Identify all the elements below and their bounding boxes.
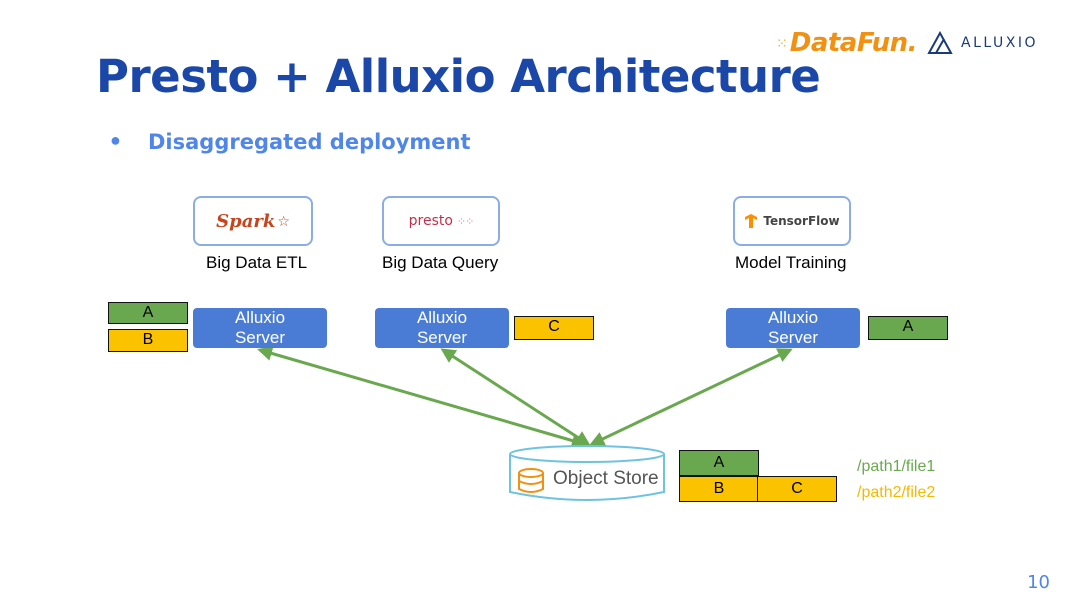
caption-query: Big Data Query (382, 253, 499, 272)
cache-left-b: B (108, 329, 188, 352)
alluxio-server-training: Alluxio Server (726, 308, 860, 348)
caption-training: Model Training (735, 253, 847, 272)
alluxio-server-query: Alluxio Server (375, 308, 509, 348)
store-block-a: A (679, 450, 759, 476)
path-file2: /path2/file2 (857, 484, 936, 501)
page-title: Presto + Alluxio Architecture (96, 50, 821, 103)
datafun-dots-icon: ⁙ (776, 34, 788, 51)
spark-logo-box: Spark ☆ (193, 196, 313, 246)
caption-etl: Big Data ETL (206, 253, 308, 272)
object-store-label: Object Store (553, 468, 659, 489)
presto-dots-icon: ⁘⁘ (456, 215, 474, 228)
alluxio-triangle-icon (927, 31, 953, 54)
cache-middle-c: C (514, 316, 594, 340)
page-number: 10 (1027, 572, 1050, 593)
path-file1: /path1/file1 (857, 458, 936, 475)
arrow-server2-store (440, 348, 591, 446)
object-store-cylinder (509, 445, 665, 501)
brand-logos: ⁙ DataFun. ALLUXIO (776, 28, 1038, 58)
alluxio-server-etl: Alluxio Server (193, 308, 327, 348)
arrow-server3-store (589, 348, 793, 446)
tensorflow-logo-box: TensorFlow (733, 196, 851, 246)
tensorflow-logo: TensorFlow (763, 214, 840, 228)
cache-left-a: A (108, 302, 188, 324)
spark-logo: Spark (216, 210, 276, 232)
arrow-server1-store (257, 346, 587, 448)
tensorflow-icon (745, 214, 758, 228)
cache-right-a: A (868, 316, 948, 340)
presto-logo-box: presto ⁘⁘ (382, 196, 500, 246)
spark-star-icon: ☆ (277, 212, 290, 229)
store-block-b: B (679, 476, 759, 502)
bucket-icon (518, 468, 544, 493)
presto-logo: presto (408, 213, 453, 229)
store-block-c: C (757, 476, 837, 502)
datafun-logo: ⁙ DataFun. (776, 28, 918, 58)
bullet-text: Disaggregated deployment (148, 130, 471, 154)
bullet-icon: ● (110, 130, 121, 150)
alluxio-logo: ALLUXIO (927, 31, 1038, 55)
